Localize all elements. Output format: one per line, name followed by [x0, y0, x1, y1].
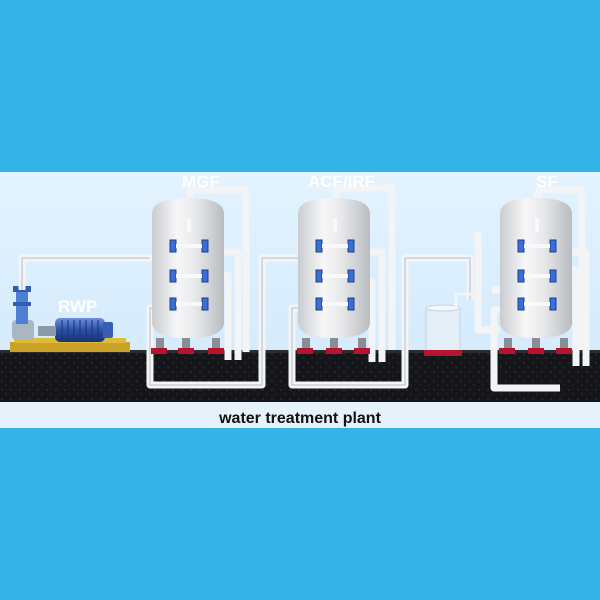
caption-band — [0, 402, 600, 428]
pump-icon — [10, 286, 130, 352]
label-sf: SF — [536, 172, 558, 191]
valve-icon — [169, 239, 557, 311]
label-mgf: MGF — [182, 172, 220, 191]
label-acf-irf: ACF/IRF — [308, 172, 376, 191]
caption: water treatment plant — [219, 410, 381, 427]
ground — [0, 352, 600, 402]
dosing-tank — [424, 292, 478, 356]
tank-icon — [151, 198, 572, 354]
label-rwp: RWP — [58, 297, 98, 316]
